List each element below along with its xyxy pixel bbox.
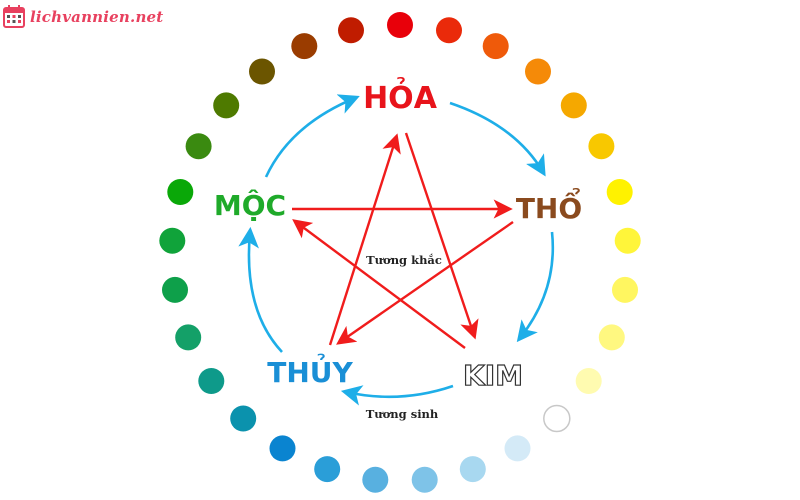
generating-arrow — [238, 226, 283, 353]
color-dot — [606, 179, 633, 205]
color-dot — [249, 58, 275, 85]
overcoming-arrow — [292, 219, 466, 349]
calendar-icon — [3, 5, 25, 28]
element-hoa: HỎA — [363, 76, 438, 116]
color-dot — [362, 466, 389, 493]
generating-arrow — [264, 94, 360, 178]
logo-text: lichvannien.net — [30, 8, 164, 26]
generating-arrow — [516, 231, 555, 343]
generating-cycle-label: Tương sinh — [366, 407, 439, 421]
overcoming-arrow — [404, 132, 479, 340]
color-dot — [575, 368, 602, 394]
generating-cycle-arrows — [238, 94, 555, 406]
color-dot — [387, 12, 413, 38]
overcoming-arrow — [328, 133, 401, 346]
color-dot — [598, 324, 625, 351]
element-moc: MỘC — [214, 188, 286, 222]
color-dot — [459, 456, 486, 483]
site-logo[interactable]: lichvannien.net — [2, 4, 163, 30]
element-kim: KIM — [463, 359, 523, 392]
overcoming-cycle-arrows — [292, 132, 514, 349]
color-wheel — [159, 12, 641, 493]
color-dot — [482, 33, 509, 60]
color-dot — [230, 405, 257, 432]
color-dot — [338, 17, 364, 44]
color-dot — [504, 435, 531, 462]
color-dot — [612, 276, 638, 303]
color-dot — [213, 92, 240, 119]
color-dot — [162, 276, 188, 303]
generating-arrow — [449, 101, 546, 177]
color-dot — [560, 92, 587, 119]
element-thuy: THỦY — [267, 351, 353, 389]
color-dot — [198, 368, 225, 394]
generating-arrow — [340, 384, 454, 406]
color-dot — [159, 227, 186, 254]
color-dot — [291, 33, 318, 60]
overcoming-arrow — [336, 221, 514, 345]
color-dot — [269, 435, 296, 462]
color-dot — [588, 133, 615, 160]
color-dot — [411, 466, 438, 493]
color-dot — [543, 404, 571, 433]
color-dot — [525, 58, 551, 85]
color-dot — [167, 179, 194, 205]
color-dot — [314, 456, 341, 483]
color-dot — [185, 133, 212, 160]
overcoming-cycle-label: Tương khắc — [366, 253, 442, 267]
color-dot — [175, 324, 202, 351]
color-dot — [614, 227, 641, 254]
element-tho: THỔ — [516, 185, 582, 225]
color-dot — [436, 17, 462, 44]
